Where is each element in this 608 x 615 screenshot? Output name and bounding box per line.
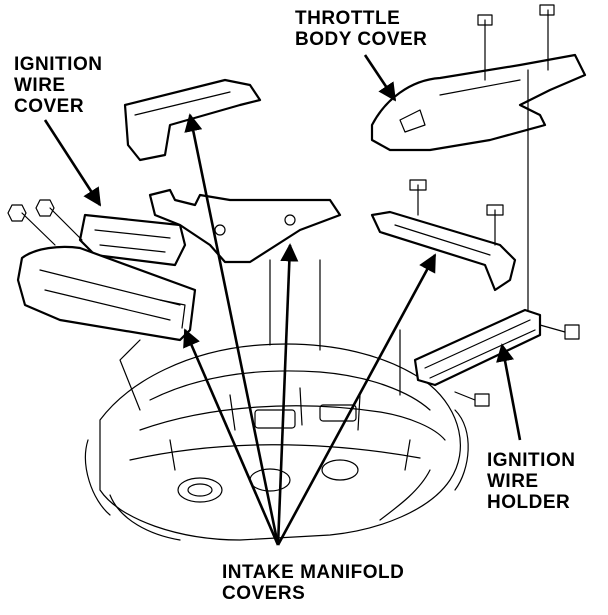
ignition-wire-cover-line-1: IGNITION — [14, 54, 103, 75]
intake-manifold-covers-line-2: COVERS — [222, 583, 306, 604]
throttle-body-cover-line-1: THROTTLE — [295, 8, 401, 29]
leader-arrows — [43, 54, 522, 546]
ignition-wire-cover-label: IGNITION WIRE COVER — [14, 54, 102, 117]
ignition-wire-cover-line-3: COVER — [14, 96, 85, 117]
ignition-wire-holder-line-2: WIRE — [487, 471, 539, 492]
intake-manifold-covers-label: INTAKE MANIFOLD COVERS — [222, 562, 404, 604]
intake-manifold-covers-line-1: INTAKE MANIFOLD — [222, 562, 405, 583]
intake-manifold-cover-right — [370, 179, 517, 292]
throttle-body-cover-line-2: BODY COVER — [295, 29, 428, 50]
intake-manifold-bracket — [148, 188, 342, 264]
ignition-wire-cover-line-2: WIRE — [14, 75, 66, 96]
ignition-wire-holder-line-3: HOLDER — [487, 492, 571, 513]
ignition-wire-holder-part — [413, 69, 580, 407]
ignition-wire-cover-part — [16, 213, 197, 342]
engine-assembly — [84, 259, 469, 541]
intake-manifold-cover-top — [123, 78, 262, 162]
ignition-wire-holder-label: IGNITION WIRE HOLDER — [487, 450, 575, 513]
ignition-wire-holder-line-1: IGNITION — [487, 450, 576, 471]
bolts-left — [7, 199, 83, 246]
throttle-body-cover-label: THROTTLE BODY COVER — [295, 8, 427, 50]
throttle-body-cover-part — [370, 4, 587, 152]
